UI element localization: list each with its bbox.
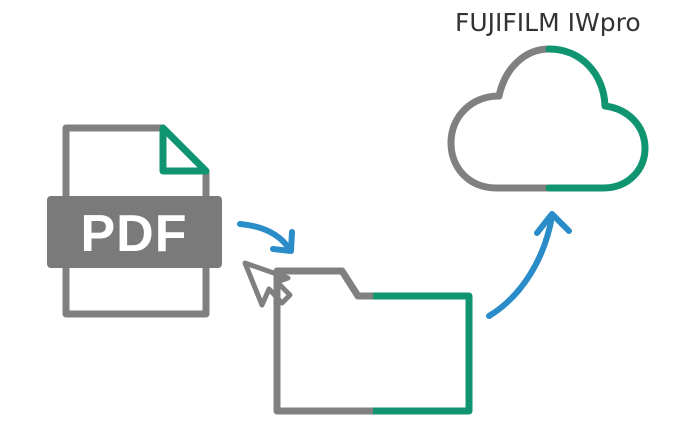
arrow-to-cloud-head <box>534 211 572 236</box>
folder-outline-gray <box>273 267 373 415</box>
arrow-to-folder-shaft <box>237 221 293 253</box>
arrow-to-folder-head <box>270 229 295 254</box>
curved-arrow-to-cloud <box>486 211 572 319</box>
pdf-label-band <box>47 196 222 268</box>
pdf-label-text: PDF <box>81 205 188 263</box>
folder-icon <box>273 267 473 415</box>
curved-arrow-to-folder <box>237 221 295 254</box>
cloud-icon <box>447 45 649 192</box>
file-corner-fold <box>159 124 210 175</box>
brand-title: FUJIFILM IWpro <box>455 8 641 37</box>
cloud-outline-gray <box>447 45 553 192</box>
folder-outline-green <box>373 292 473 415</box>
cloud-outline-green <box>545 45 649 192</box>
arrow-to-cloud-shaft <box>486 213 555 319</box>
pdf-file-icon: PDF <box>47 124 222 318</box>
